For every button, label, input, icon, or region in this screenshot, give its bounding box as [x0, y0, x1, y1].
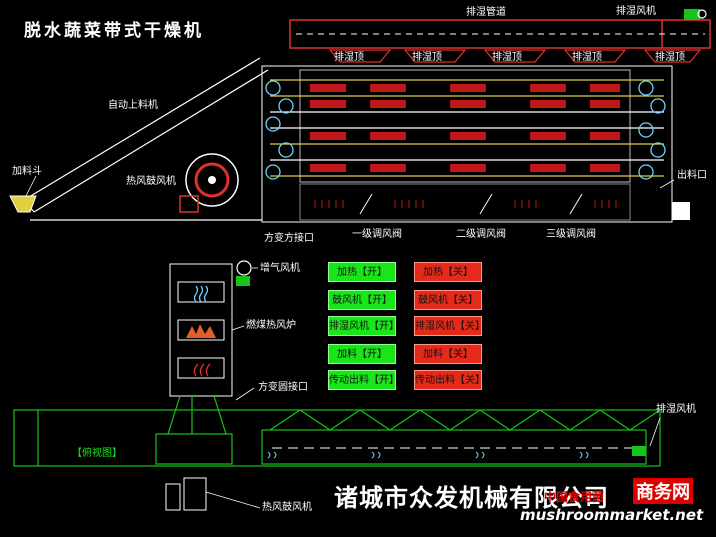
hot-blower-top-label: 热风鼓风机 [126, 176, 176, 187]
conveyor-layers [270, 79, 664, 177]
hopper [9, 195, 37, 213]
air-flow-marks [267, 451, 589, 459]
outlet-box [672, 202, 690, 220]
feed-on-button[interactable]: 加料【开】 [328, 344, 396, 364]
drive-discharge-off-button[interactable]: 传动出料【关】 [414, 370, 485, 390]
dehumid-fan-on-button[interactable]: 排湿风机【开】 [328, 316, 399, 336]
dehumid-pipe-label: 排湿管道 [466, 7, 506, 18]
dehumid-top-label-3: 排湿顶 [492, 52, 522, 63]
feed-off-button[interactable]: 加料【关】 [414, 344, 482, 364]
watermark-url: mushroommarket.net [520, 506, 704, 524]
induced-fan-label: 增气风机 [260, 263, 300, 274]
fire-icon [186, 324, 216, 338]
blower-off-button[interactable]: 鼓风机【关】 [414, 290, 482, 310]
leader-lines [25, 175, 675, 509]
flame-icon [193, 363, 211, 377]
company-name: 诸城市众发机械有限公司 [334, 484, 609, 512]
dehumid-top-label-5: 排湿顶 [655, 52, 685, 63]
watermark-site-biz: 商务网 [633, 478, 693, 504]
sprocket-wheels [265, 80, 666, 180]
blower-on-button[interactable]: 鼓风机【开】 [328, 290, 396, 310]
dehumid-top-label-2: 排湿顶 [412, 52, 442, 63]
dehumid-top-label-4: 排湿顶 [572, 52, 602, 63]
air-valves [359, 193, 583, 215]
watermark-site-cn: 中国食用菌 [544, 490, 605, 504]
dehumid-fan-bottom-label: 排湿风机 [656, 404, 696, 415]
fan-icon [684, 9, 707, 20]
hopper-label: 加料斗 [12, 166, 42, 177]
dehumid-top-label-1: 排湿顶 [334, 52, 364, 63]
coal-furnace-label: 燃煤热风炉 [246, 320, 296, 331]
valve-1-label: 一级调风阀 [352, 229, 402, 240]
bottom-blower-icon [165, 477, 207, 511]
valve-2-label: 二级调风阀 [456, 229, 506, 240]
hot-blower-bottom-label: 热风鼓风机 [262, 502, 312, 513]
hot-air-blower [179, 153, 239, 213]
dehumid-hoods [328, 49, 702, 63]
square-joint-label: 方变方接口 [264, 233, 314, 244]
heat-on-button[interactable]: 加热【开】 [328, 262, 396, 282]
air-slots [314, 200, 617, 208]
product-blocks [310, 84, 620, 172]
heat-off-button[interactable]: 加热【关】 [414, 262, 482, 282]
diagram-title: 脱水蔬菜带式干燥机 [24, 21, 204, 41]
valve-3-label: 三级调风阀 [546, 229, 596, 240]
auto-feeder-label: 自动上料机 [108, 100, 158, 111]
square-round-joint-label: 方变圆接口 [258, 382, 308, 393]
dehumid-fan-off-button[interactable]: 排湿风机【关】 [414, 316, 485, 336]
auto-feeder [23, 57, 269, 213]
dehumid-fan-top-label: 排湿风机 [616, 6, 656, 17]
drive-discharge-on-button[interactable]: 传动出料【开】 [328, 370, 399, 390]
outlet-label: 出料口 [677, 170, 707, 181]
dryer-body [261, 65, 673, 223]
dehumid-fan-icon [632, 446, 646, 456]
top-view-label: 【俯视图】 [72, 448, 122, 459]
induced-fan-icon [236, 260, 252, 286]
heat-wave-icon [193, 285, 209, 303]
